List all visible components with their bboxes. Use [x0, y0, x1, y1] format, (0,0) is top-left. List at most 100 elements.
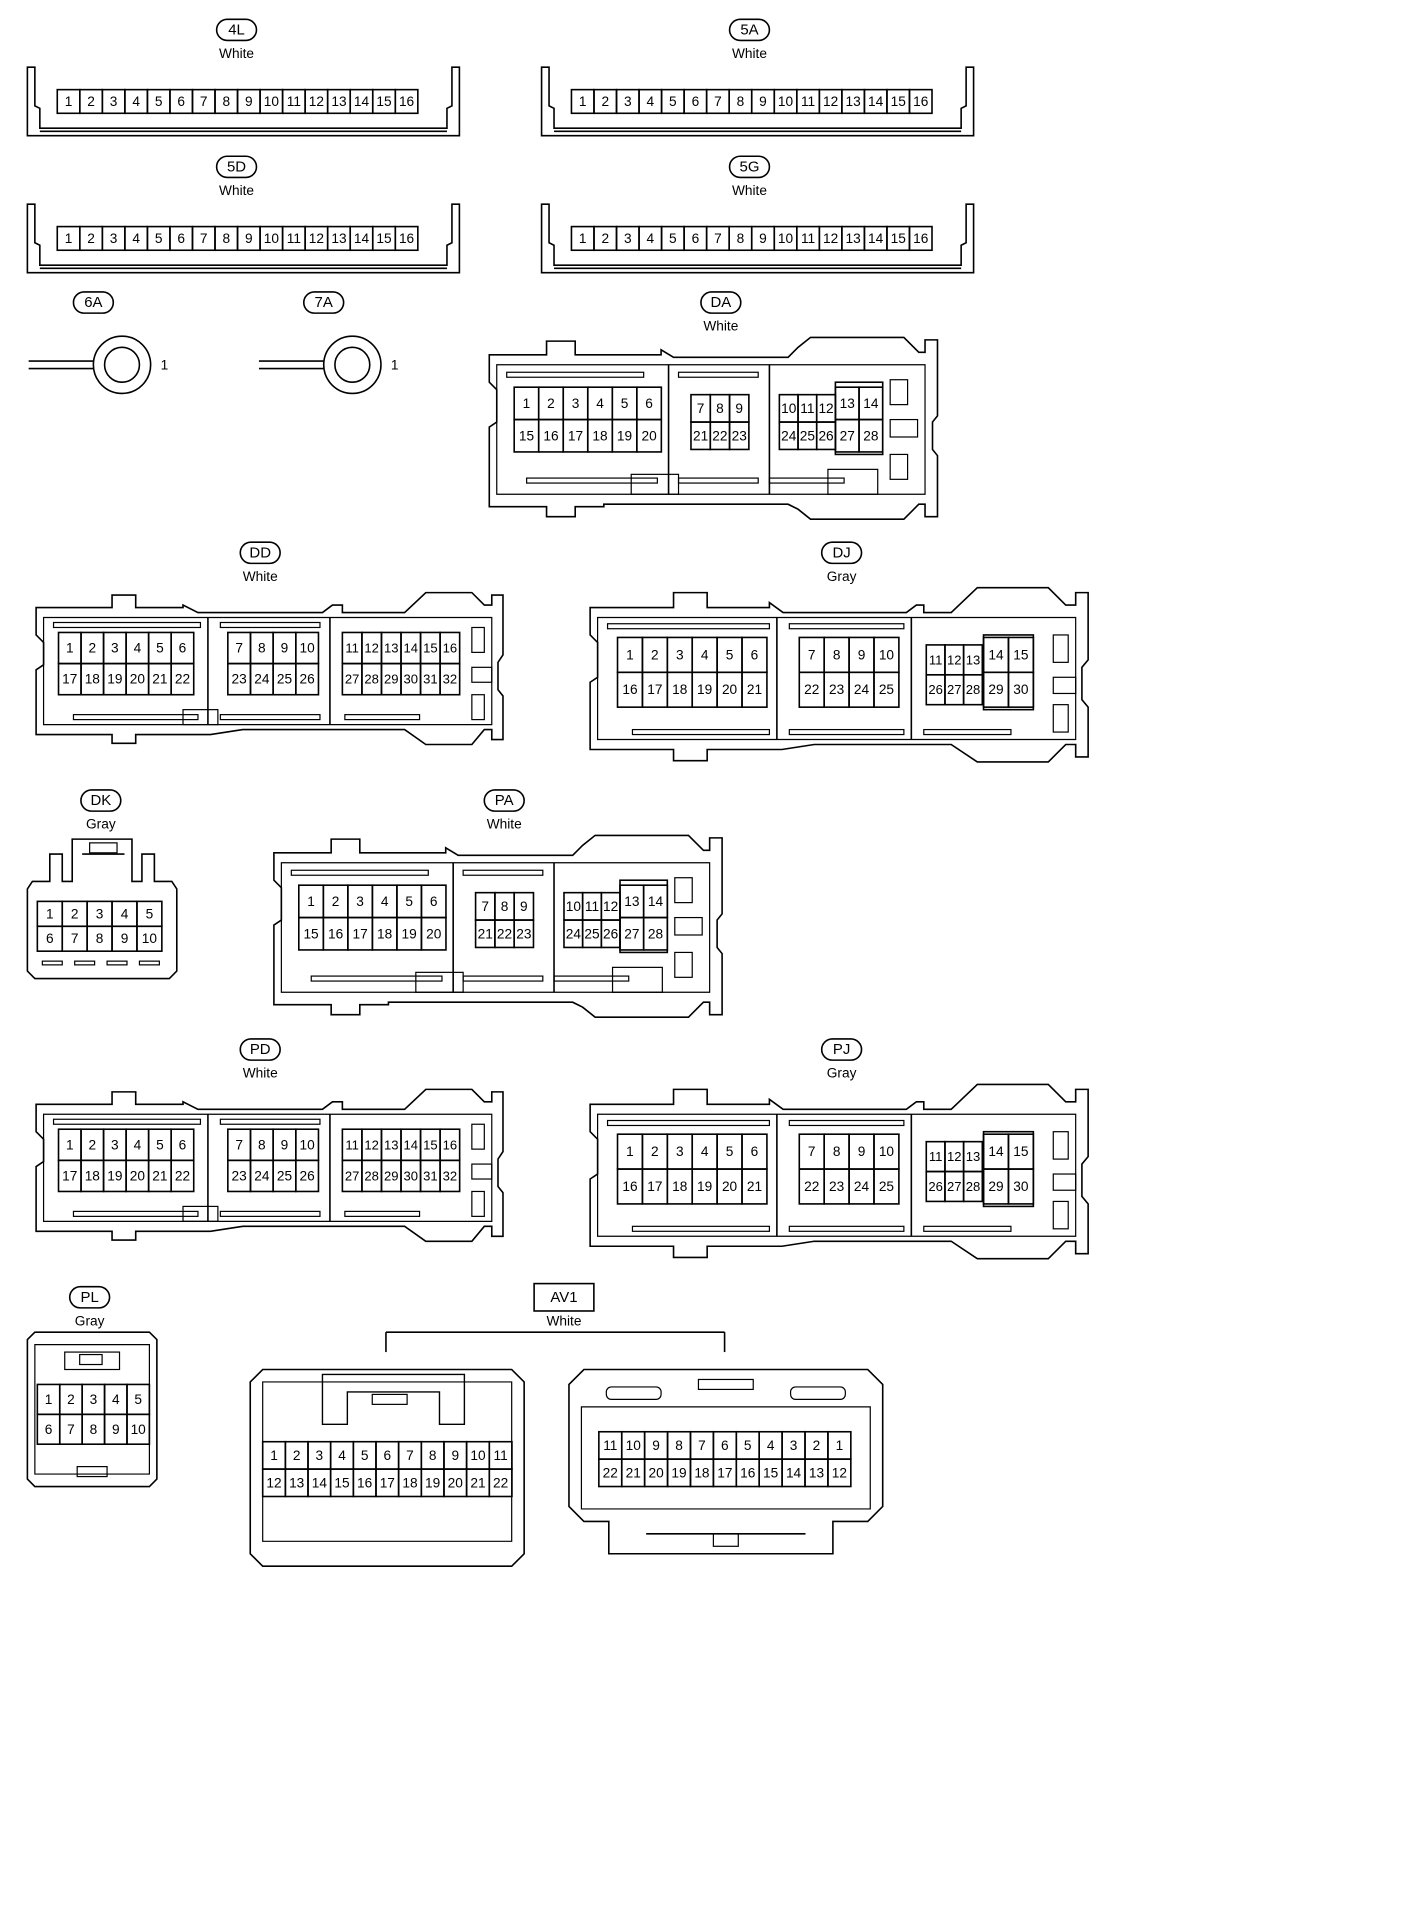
pin-number: 7 — [67, 1422, 75, 1437]
pin-number: 13 — [840, 396, 856, 411]
connector-color: White — [243, 569, 278, 584]
pin-number: 2 — [547, 396, 555, 411]
pin-number: 12 — [309, 94, 324, 109]
pin-number: 10 — [142, 931, 158, 946]
pin-number: 10 — [879, 1144, 895, 1159]
pin-cell — [636, 418, 663, 453]
connector-id: 6A — [84, 294, 102, 311]
pin-number: 21 — [693, 428, 708, 443]
pin-number: 25 — [277, 1168, 293, 1183]
pin-cell — [394, 225, 419, 252]
pin-number: 12 — [823, 231, 838, 246]
pin-number: 2 — [89, 641, 97, 656]
pin-number: 3 — [624, 231, 632, 246]
pin-number: 19 — [617, 428, 632, 443]
pin-number: 26 — [928, 682, 943, 697]
pin-number: 14 — [863, 396, 879, 411]
pin-number: 16 — [357, 1475, 373, 1490]
connector-color: Gray — [827, 1066, 857, 1081]
pin-number: 32 — [443, 1168, 458, 1183]
pin-number: 16 — [443, 1137, 458, 1152]
pin-number: 10 — [778, 94, 794, 109]
connector-7A: 7A 1 — [258, 291, 399, 395]
connector-color: White — [732, 46, 767, 61]
pin-number: 17 — [380, 1475, 395, 1490]
pin-number: 3 — [316, 1448, 324, 1463]
pin-number: 7 — [481, 899, 489, 914]
pin-number: 14 — [988, 1144, 1004, 1159]
pin-number: 1 — [65, 94, 73, 109]
pin-number: 4 — [596, 396, 604, 411]
pin-number: 5 — [726, 1144, 734, 1159]
pin-number: 12 — [266, 1475, 281, 1490]
connector-id-badge — [302, 291, 345, 314]
pin-cell — [908, 225, 933, 252]
pin-number: 10 — [879, 647, 895, 662]
pin-number: 22 — [712, 428, 727, 443]
pin-number: 26 — [603, 926, 619, 941]
pin-number: 5 — [361, 1448, 369, 1463]
pin-cell — [642, 916, 669, 951]
pin-number: 4 — [132, 94, 140, 109]
pin-number: 2 — [71, 906, 79, 921]
pin-number: 2 — [67, 1392, 75, 1407]
pin-number: 15 — [376, 231, 392, 246]
pin-number: 1 — [626, 647, 634, 662]
pin-cell — [513, 919, 535, 949]
pin-number: 16 — [622, 682, 638, 697]
connector-id-badge — [68, 1285, 111, 1309]
pin-number: 8 — [96, 931, 104, 946]
pin-number: 22 — [175, 1168, 190, 1183]
pin-number: 20 — [426, 926, 442, 941]
pin-number: 9 — [759, 94, 767, 109]
connector-id-badge — [483, 789, 525, 812]
pin-number: 1 — [65, 231, 73, 246]
pin-number: 4 — [338, 1448, 346, 1463]
pin-number: 6 — [384, 1448, 392, 1463]
pin-cell — [394, 88, 419, 115]
connector-housing — [26, 203, 461, 274]
pin-number: 15 — [891, 94, 907, 109]
pin-number: 19 — [671, 1465, 686, 1480]
pin-number: 22 — [493, 1475, 508, 1490]
connector-housing-left — [249, 1368, 525, 1568]
connector-id: 7A — [315, 294, 333, 311]
pin-number: 2 — [332, 894, 340, 909]
pin-number: 26 — [300, 1168, 316, 1183]
pin-number: 22 — [497, 926, 512, 941]
pin-number: 6 — [645, 396, 653, 411]
pin-number: 18 — [85, 1168, 101, 1183]
pin-number: 29 — [988, 1179, 1003, 1194]
pin-number: 6 — [177, 231, 185, 246]
pin-number: 6 — [177, 94, 185, 109]
pin-number: 7 — [698, 1438, 706, 1453]
pin-number: 8 — [737, 94, 745, 109]
pin-number: 9 — [451, 1448, 459, 1463]
pin-number: 29 — [384, 1168, 399, 1183]
connector-housing — [26, 1331, 158, 1488]
ring-terminal — [322, 335, 382, 395]
pin-number: 19 — [425, 1475, 440, 1490]
pin-number: 7 — [200, 94, 208, 109]
connector-color: White — [546, 1313, 581, 1328]
pin-number: 27 — [947, 682, 962, 697]
pin-number: 6 — [692, 231, 700, 246]
pin-number: 13 — [624, 894, 640, 909]
pin-number: 12 — [823, 94, 838, 109]
connector-id-badge — [215, 155, 258, 179]
pin-number: 7 — [697, 401, 705, 416]
pin-number: 18 — [402, 1475, 418, 1490]
pin-number: 1 — [579, 231, 587, 246]
pin-number: 12 — [947, 1149, 962, 1164]
pin-number: 11 — [801, 94, 815, 109]
pin-number: 17 — [717, 1465, 732, 1480]
pin-number: 3 — [790, 1438, 798, 1453]
pin-number: 1 — [391, 357, 399, 372]
pin-number: 25 — [879, 682, 895, 697]
pin-number: 2 — [813, 1438, 821, 1453]
pin-number: 25 — [879, 1179, 895, 1194]
pin-number: 12 — [818, 401, 833, 416]
pin-number: 25 — [277, 672, 293, 687]
